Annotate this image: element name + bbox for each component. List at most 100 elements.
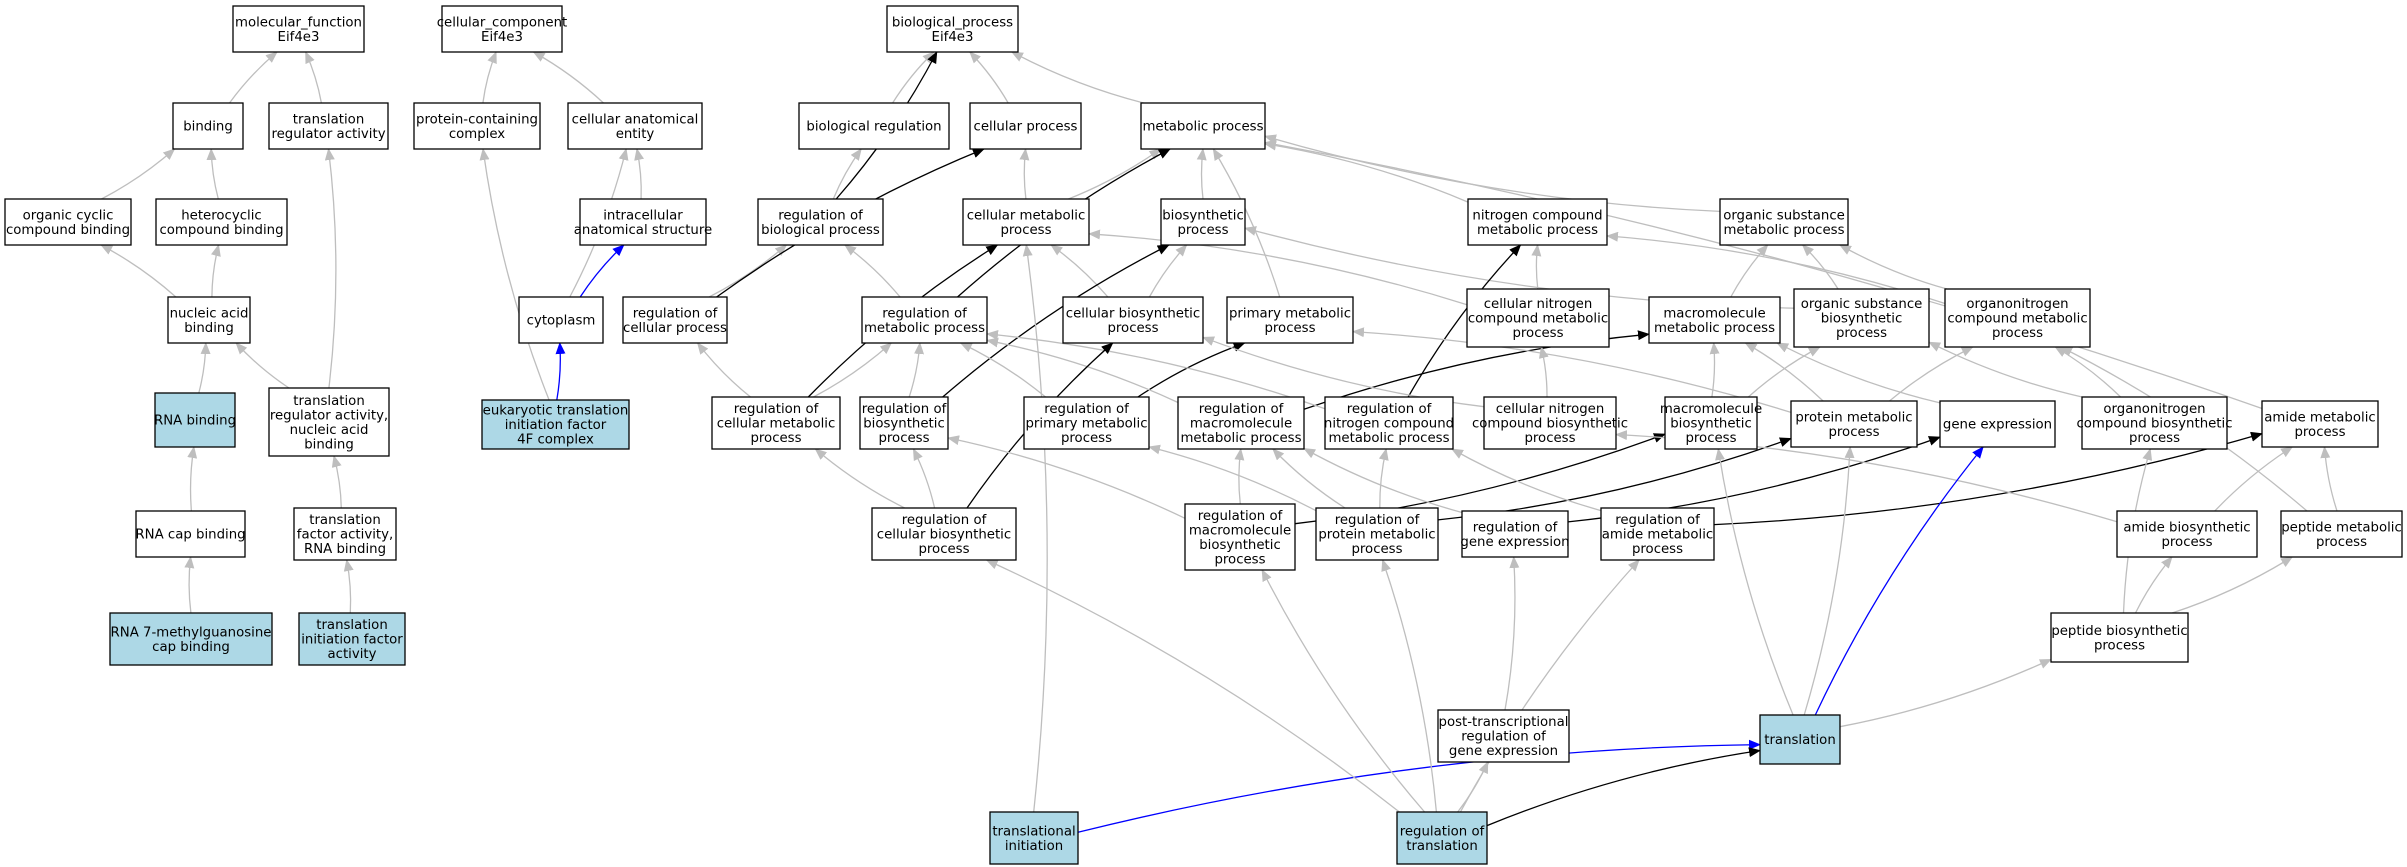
node-box [413, 102, 541, 150]
node-binding[interactable]: binding [172, 102, 244, 150]
node-bio-reg[interactable]: biological regulation [798, 102, 950, 150]
node-label-line: activity [327, 647, 376, 662]
node-rna-binding[interactable]: RNA binding [154, 392, 236, 448]
node-label-line: biological regulation [806, 120, 941, 135]
node-label-line: process [750, 431, 801, 446]
node-label-line: process [1000, 223, 1051, 238]
node-label-line: biological_process [892, 15, 1013, 30]
node-label-line: regulation of [1461, 730, 1546, 745]
node-box [969, 102, 1082, 150]
edge-amide_bio-to-amide_metab [2214, 446, 2294, 512]
node-label-line: regulation of [902, 513, 987, 528]
node-box [1396, 811, 1488, 865]
node-label-line: intracellular [603, 208, 683, 223]
node-label-line: RNA binding [154, 414, 236, 429]
node-box [757, 198, 884, 246]
edge-reg_prot-to-reg_macro [1272, 448, 1346, 509]
edge-reg_trans-to-reg_macro_bio [1261, 569, 1426, 813]
node-label-line: process [1264, 321, 1315, 336]
node-label-line: regulation of [1199, 402, 1284, 417]
node-label-line: regulation of [1400, 824, 1485, 839]
edge-reg_bio-to-bio_reg [832, 148, 862, 200]
edge-org_sub_bio-to-org_sub_metab [1801, 244, 1839, 290]
node-box [1437, 709, 1570, 763]
node-label-line: eukaryotic translation [483, 404, 629, 419]
node-label-line: macromolecule [1189, 523, 1291, 538]
node-label-line: process [918, 542, 969, 557]
node-box [2050, 612, 2189, 663]
node-label-line: process [1214, 552, 1265, 567]
node-translation[interactable]: translation [1759, 714, 1841, 765]
node-label-line: process [1107, 321, 1158, 336]
node-label-line: nucleic acid [170, 306, 249, 321]
node-rna-cap[interactable]: RNA cap binding [135, 510, 246, 558]
node-label-line: process [1512, 326, 1563, 341]
node-metab-proc[interactable]: metabolic process [1140, 102, 1266, 150]
node-gene-exp[interactable]: gene expression [1939, 400, 2056, 448]
node-label-line: translational [992, 824, 1075, 839]
node-box [1664, 396, 1758, 450]
node-label-line: cellular anatomical [572, 112, 699, 127]
node-label-line: organic substance [1801, 297, 1923, 312]
node-box [1324, 396, 1454, 450]
node-cytoplasm[interactable]: cytoplasm [518, 296, 604, 344]
node-label-line: nitrogen compound [1472, 208, 1602, 223]
node-label-line: cellular metabolic [967, 208, 1086, 223]
node-label-line: biosynthetic [1670, 417, 1752, 432]
edge-pep_bio-to-amide_bio [2134, 556, 2173, 614]
node-box [1600, 507, 1715, 561]
node-box [135, 510, 246, 558]
node-cell-proc[interactable]: cellular process [969, 102, 1082, 150]
node-reg-macro-bio[interactable]: regulation ofmacromoleculebiosyntheticpr… [1184, 503, 1296, 571]
node-label-line: factor activity, [297, 528, 393, 543]
